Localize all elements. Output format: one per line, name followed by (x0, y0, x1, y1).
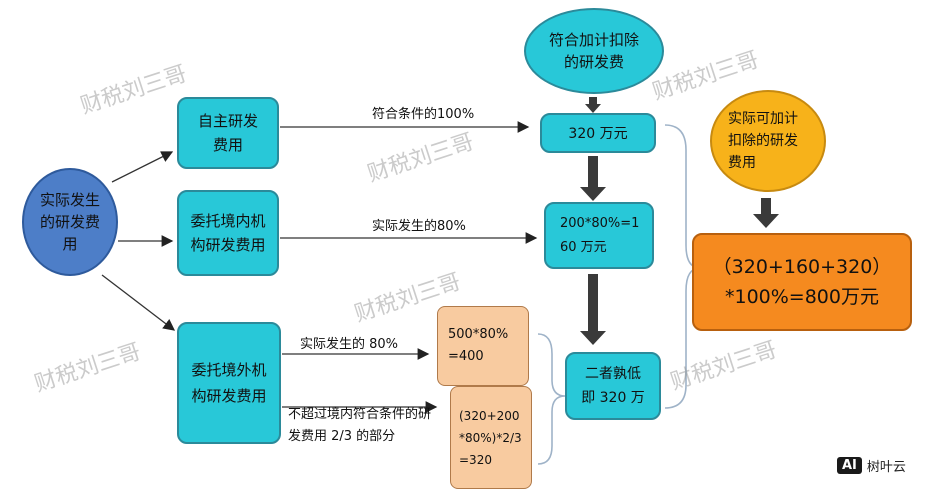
down-arrow-160-to-min (580, 274, 606, 345)
deductible-ellipse: 符合加计扣除的研发费 (524, 8, 664, 94)
category-overseas: 委托境外机构研发费用 (177, 322, 281, 444)
final-result-line1: （320+160+320） (712, 256, 892, 278)
deductible-ellipse-label: 符合加计扣除的研发费 (549, 31, 640, 71)
calc-overseas-80-label: 500*80%=400 (448, 327, 509, 364)
calc-overseas-limit: (320+200*80%)*2/3=320 (450, 386, 532, 489)
result-selfdev-label: 320 万元 (568, 126, 628, 142)
brand-ai-icon: AI (837, 457, 862, 474)
result-domestic: 200*80%=160 万元 (544, 202, 654, 269)
source-node: 实际发生的研发费用 (22, 168, 118, 276)
category-self-dev: 自主研发费用 (177, 97, 279, 169)
category-domestic: 委托境内机构研发费用 (177, 190, 279, 276)
calc-overseas-80: 500*80%=400 (437, 306, 529, 386)
final-result-line2: *100%=800万元 (724, 286, 879, 308)
label-overseas-ratio: 实际发生的 80% (300, 337, 399, 352)
down-arrow-ellipse-to-320 (585, 97, 601, 113)
arrow-source-to-overseas (101, 274, 176, 331)
label-selfdev-ratio: 符合条件的100% (372, 107, 475, 122)
bracket-overseas-calc (537, 333, 566, 465)
result-selfdev: 320 万元 (540, 113, 656, 153)
result-min: 二者孰低即 320 万 (565, 352, 661, 420)
source-label: 实际发生的研发费用 (39, 191, 100, 253)
result-min-label: 二者孰低即 320 万 (581, 366, 645, 406)
label-overseas-limit: 不超过境内符合条件的研发费用 2/3 的部分 (288, 407, 432, 444)
down-arrow-320-to-160 (580, 156, 606, 201)
final-ellipse: 实际可加计扣除的研发费用 (710, 90, 826, 192)
category-self-dev-label: 自主研发费用 (197, 112, 258, 154)
final-ellipse-label: 实际可加计扣除的研发费用 (728, 111, 798, 171)
final-result: （320+160+320） *100%=800万元 (692, 233, 912, 331)
calc-overseas-limit-label: (320+200*80%)*2/3=320 (459, 408, 522, 467)
brand-badge: AI 树叶云 (837, 456, 906, 475)
label-domestic-ratio: 实际发生的80% (372, 219, 466, 234)
category-overseas-label: 委托境外机构研发费用 (191, 361, 267, 405)
brand-text: 树叶云 (866, 460, 906, 475)
arrow-source-to-selfdev (111, 151, 174, 183)
category-domestic-label: 委托境内机构研发费用 (190, 212, 266, 254)
down-arrow-final-ellipse-to-result (753, 198, 779, 228)
result-domestic-label: 200*80%=160 万元 (560, 215, 640, 255)
